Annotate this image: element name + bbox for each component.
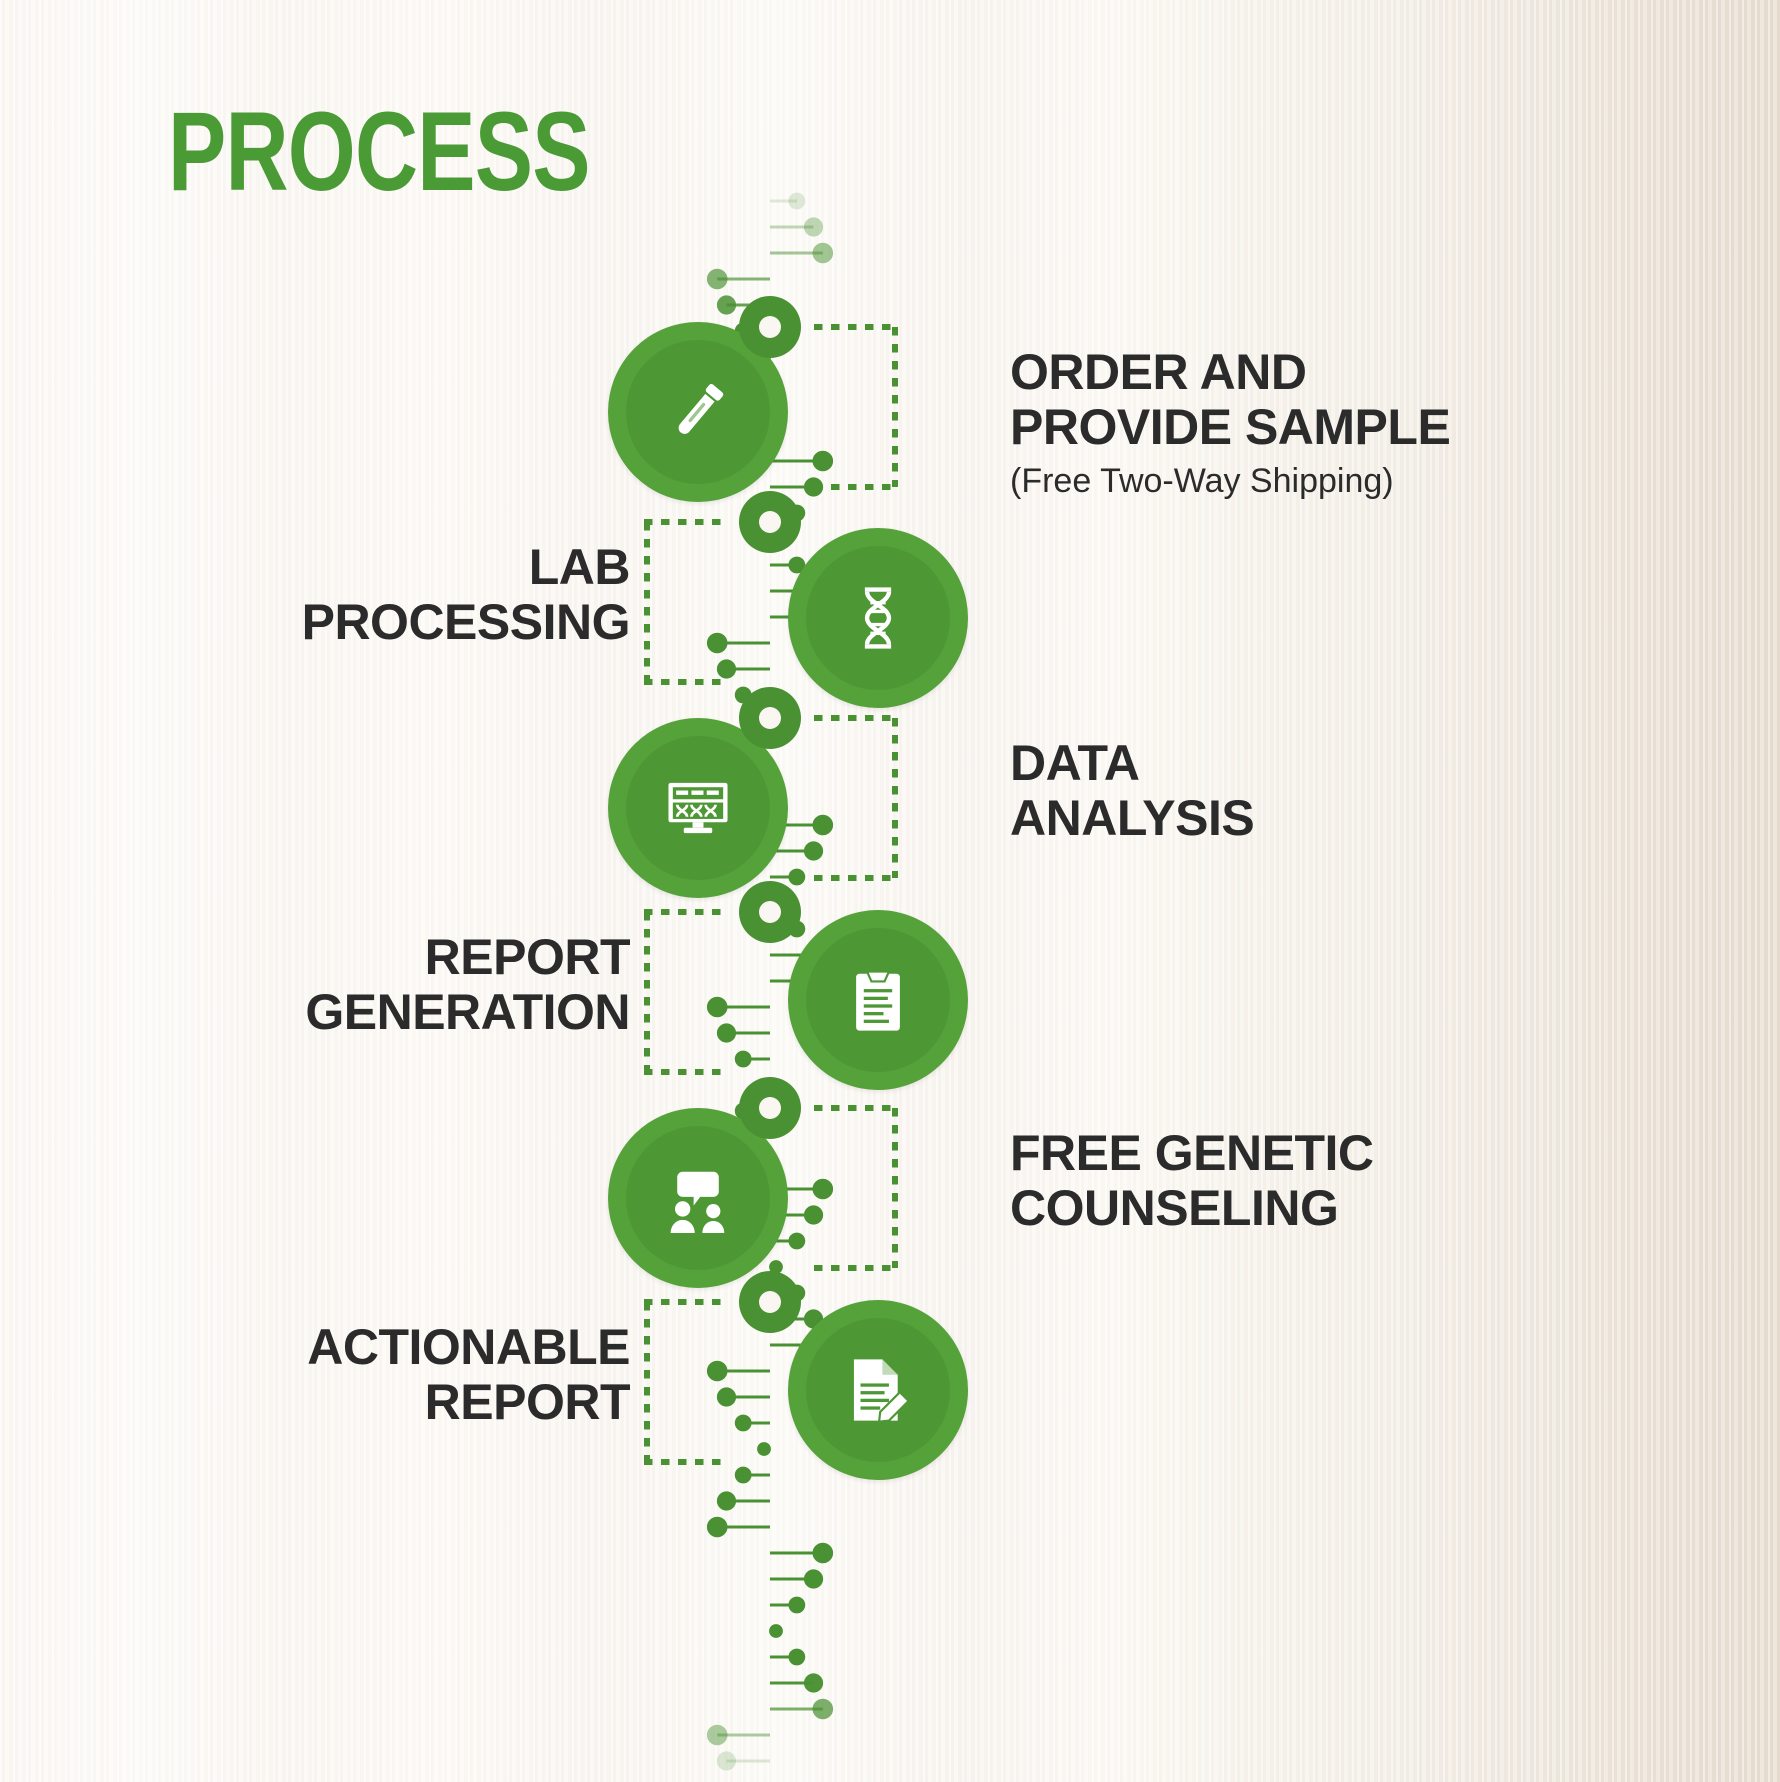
step-2-circle[interactable] [788,528,968,708]
counseling-people-icon [663,1163,733,1233]
step-1-subtitle: (Free Two-Way Shipping) [1010,462,1394,500]
step-1-label: ORDER AND PROVIDE SAMPLE (Free Two-Way Sh… [1010,345,1570,500]
step-2-title: LAB PROCESSING [301,539,631,650]
step-3-title: DATA ANALYSIS [1010,735,1255,846]
step-1-circle[interactable] [608,322,788,502]
step-5-marker [739,1077,801,1139]
page-title: PROCESS [168,89,591,214]
step-6-title: ACTIONABLE REPORT [307,1319,630,1430]
step-6-label: ACTIONABLE REPORT [70,1320,630,1430]
step-4-circle[interactable] [788,910,968,1090]
step-6-circle[interactable] [788,1300,968,1480]
test-tube-icon [663,377,733,447]
step-6-marker [739,1271,801,1333]
step-3-circle[interactable] [608,718,788,898]
monitor-dna-icon [663,773,733,843]
dna-helix-icon [843,583,913,653]
step-1-marker [739,296,801,358]
step-5-label: FREE GENETIC COUNSELING [1010,1126,1570,1236]
document-pencil-icon [843,1355,913,1425]
step-5-circle[interactable] [608,1108,788,1288]
step-2-label: LAB PROCESSING [70,539,631,650]
step-4-marker [739,881,801,943]
step-2-marker [739,491,801,553]
step-3-label: DATA ANALYSIS [1010,736,1570,846]
step-5-title: FREE GENETIC COUNSELING [1010,1125,1374,1236]
step-4-label: REPORT GENERATION [70,930,630,1040]
step-4-title: REPORT GENERATION [305,929,630,1040]
step-1-title: ORDER AND PROVIDE SAMPLE [1010,344,1451,455]
clipboard-icon [843,965,913,1035]
step-3-marker [739,687,801,749]
